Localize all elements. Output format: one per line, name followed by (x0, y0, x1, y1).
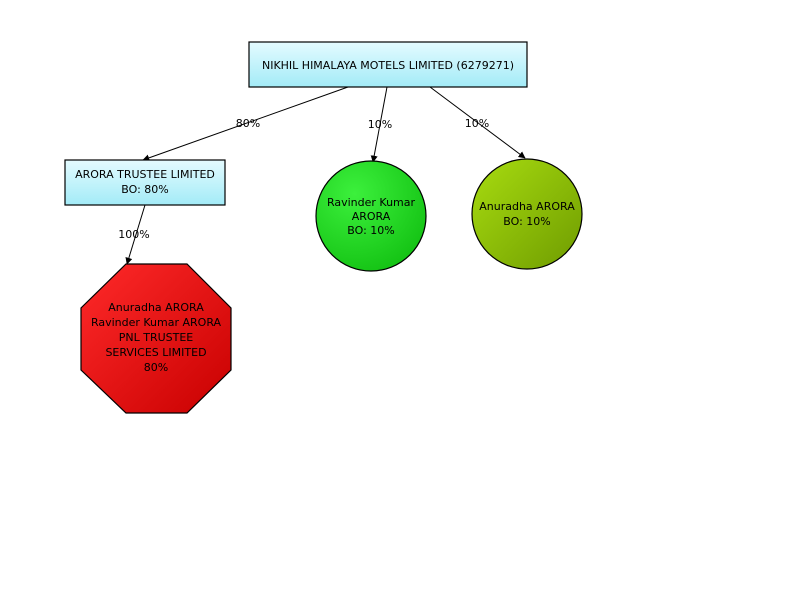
node-root-company[interactable]: NIKHIL HIMALAYA MOTELS LIMITED (6279271) (248, 41, 528, 88)
node-anuradha-line1: Anuradha ARORA (479, 200, 575, 213)
node-arora-trustee[interactable]: ARORA TRUSTEE LIMITED BO: 80% (64, 159, 226, 206)
node-root-label: NIKHIL HIMALAYA MOTELS LIMITED (6279271) (262, 59, 514, 72)
edge-root-to-ravinder: 10% (368, 86, 392, 163)
edge-label-10-anuradha: 10% (465, 117, 489, 130)
node-ravinder-line2: ARORA (352, 210, 391, 223)
edge-line (142, 86, 349, 162)
edge-line (125, 204, 146, 265)
edge-label-100: 100% (118, 228, 149, 241)
node-arora-line1: ARORA TRUSTEE LIMITED (75, 168, 215, 181)
edge-label-10-ravinder: 10% (368, 118, 392, 131)
node-anuradha-line2: BO: 10% (503, 215, 550, 228)
node-pnl-line4: SERVICES LIMITED (105, 346, 206, 359)
edge-label-80: 80% (236, 117, 260, 130)
node-octagon (80, 263, 232, 414)
node-circle (315, 160, 427, 272)
node-pnl-line3: PNL TRUSTEE (119, 331, 194, 344)
edge-arora-to-pnl: 100% (118, 204, 150, 265)
node-pnl-trustee[interactable]: Anuradha ARORA Ravinder Kumar ARORA PNL … (80, 263, 232, 414)
node-box (248, 41, 528, 88)
node-pnl-line5: 80% (144, 361, 168, 374)
edge-line (429, 86, 526, 159)
edge-root-to-anuradha: 10% (429, 86, 526, 159)
node-ravinder-line1: Ravinder Kumar (327, 196, 416, 209)
edge-root-to-arora-trustee: 80% (142, 86, 349, 162)
node-pnl-line1: Anuradha ARORA (108, 301, 204, 314)
edge-line (370, 86, 388, 163)
node-arora-line2: BO: 80% (121, 183, 168, 196)
node-anuradha[interactable]: Anuradha ARORA BO: 10% (471, 158, 583, 270)
node-box (64, 159, 226, 206)
node-circle (471, 158, 583, 270)
node-ravinder-line3: BO: 10% (347, 224, 394, 237)
node-pnl-line2: Ravinder Kumar ARORA (91, 316, 222, 329)
node-ravinder[interactable]: Ravinder Kumar ARORA BO: 10% (315, 160, 427, 272)
